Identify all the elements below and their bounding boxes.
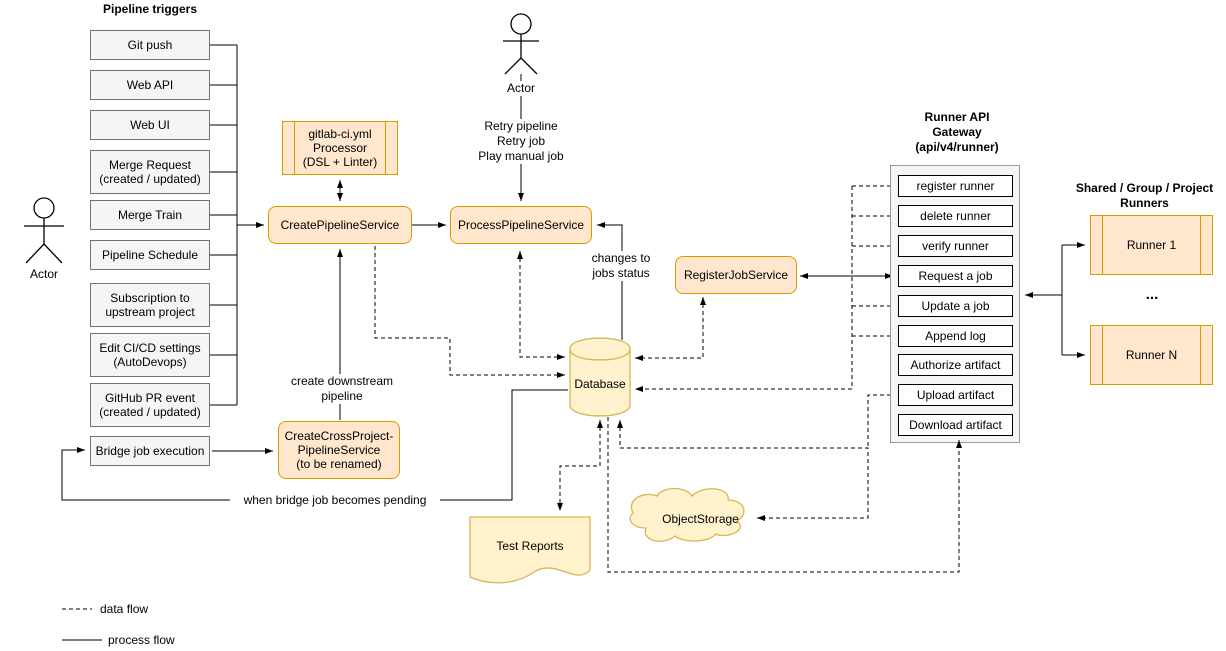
gitlab-ci-yml-processor-box: gitlab-ci.yml Processor (DSL + Linter): [282, 121, 398, 175]
actor-figure-top: [503, 13, 539, 75]
legend-process-flow-label: process flow: [108, 633, 175, 647]
runners-ellipsis: ...: [1145, 286, 1159, 303]
legend-data-flow-label: data flow: [100, 602, 149, 616]
runners-title: Shared / Group / Project Runners: [1075, 181, 1214, 210]
trigger-edit-cicd-settings: Edit CI/CD settings (AutoDevops): [90, 333, 210, 377]
runner-api-gateway-title: Runner API Gateway (api/v4/runner): [915, 110, 999, 154]
endpoint-register-runner: register runner: [898, 175, 1013, 197]
runner-n-box: Runner N: [1090, 325, 1213, 385]
actor-top-actions-label: Retry pipeline Retry job Play manual job: [467, 119, 575, 164]
trigger-web-ui: Web UI: [90, 110, 210, 140]
pipeline-triggers-title: Pipeline triggers: [102, 2, 198, 16]
object-storage-label: ObjectStorage: [662, 512, 739, 526]
create-pipeline-service-box: CreatePipelineService: [268, 206, 412, 244]
when-bridge-job-pending-label: when bridge job becomes pending: [230, 493, 440, 508]
actor-top-label: Actor: [497, 81, 545, 96]
endpoint-delete-runner: delete runner: [898, 205, 1013, 227]
trigger-pipeline-schedule: Pipeline Schedule: [90, 240, 210, 270]
create-downstream-pipeline-label: create downstream pipeline: [286, 374, 398, 404]
process-pipeline-service-box: ProcessPipelineService: [450, 206, 592, 244]
endpoint-download-artifact: Download artifact: [898, 414, 1013, 436]
runner-1-box: Runner 1: [1090, 215, 1213, 275]
changes-to-jobs-status-label: changes to jobs status: [589, 251, 653, 281]
trigger-merge-request: Merge Request (created / updated): [90, 150, 210, 194]
database-label: Database: [574, 377, 626, 391]
create-cross-project-pipeline-service-box: CreateCrossProject- PipelineService (to …: [278, 421, 400, 479]
trigger-web-api: Web API: [90, 70, 210, 100]
endpoint-request-a-job: Request a job: [898, 265, 1013, 287]
actor-left-label: Actor: [29, 267, 58, 281]
endpoint-authorize-artifact: Authorize artifact: [898, 354, 1013, 376]
trigger-subscription-upstream: Subscription to upstream project: [90, 283, 210, 327]
register-job-service-box: RegisterJobService: [675, 256, 797, 294]
endpoint-upload-artifact: Upload artifact: [898, 384, 1013, 406]
endpoint-update-a-job: Update a job: [898, 295, 1013, 317]
endpoint-verify-runner: verify runner: [898, 235, 1013, 257]
actor-figure-left: [24, 197, 64, 264]
endpoint-append-log: Append log: [898, 325, 1013, 347]
trigger-github-pr-event: GitHub PR event (created / updated): [90, 383, 210, 427]
trigger-merge-train: Merge Train: [90, 200, 210, 230]
test-reports-label: Test Reports: [496, 539, 564, 553]
bridge-job-execution-box: Bridge job execution: [90, 436, 210, 466]
trigger-git-push: Git push: [90, 30, 210, 60]
